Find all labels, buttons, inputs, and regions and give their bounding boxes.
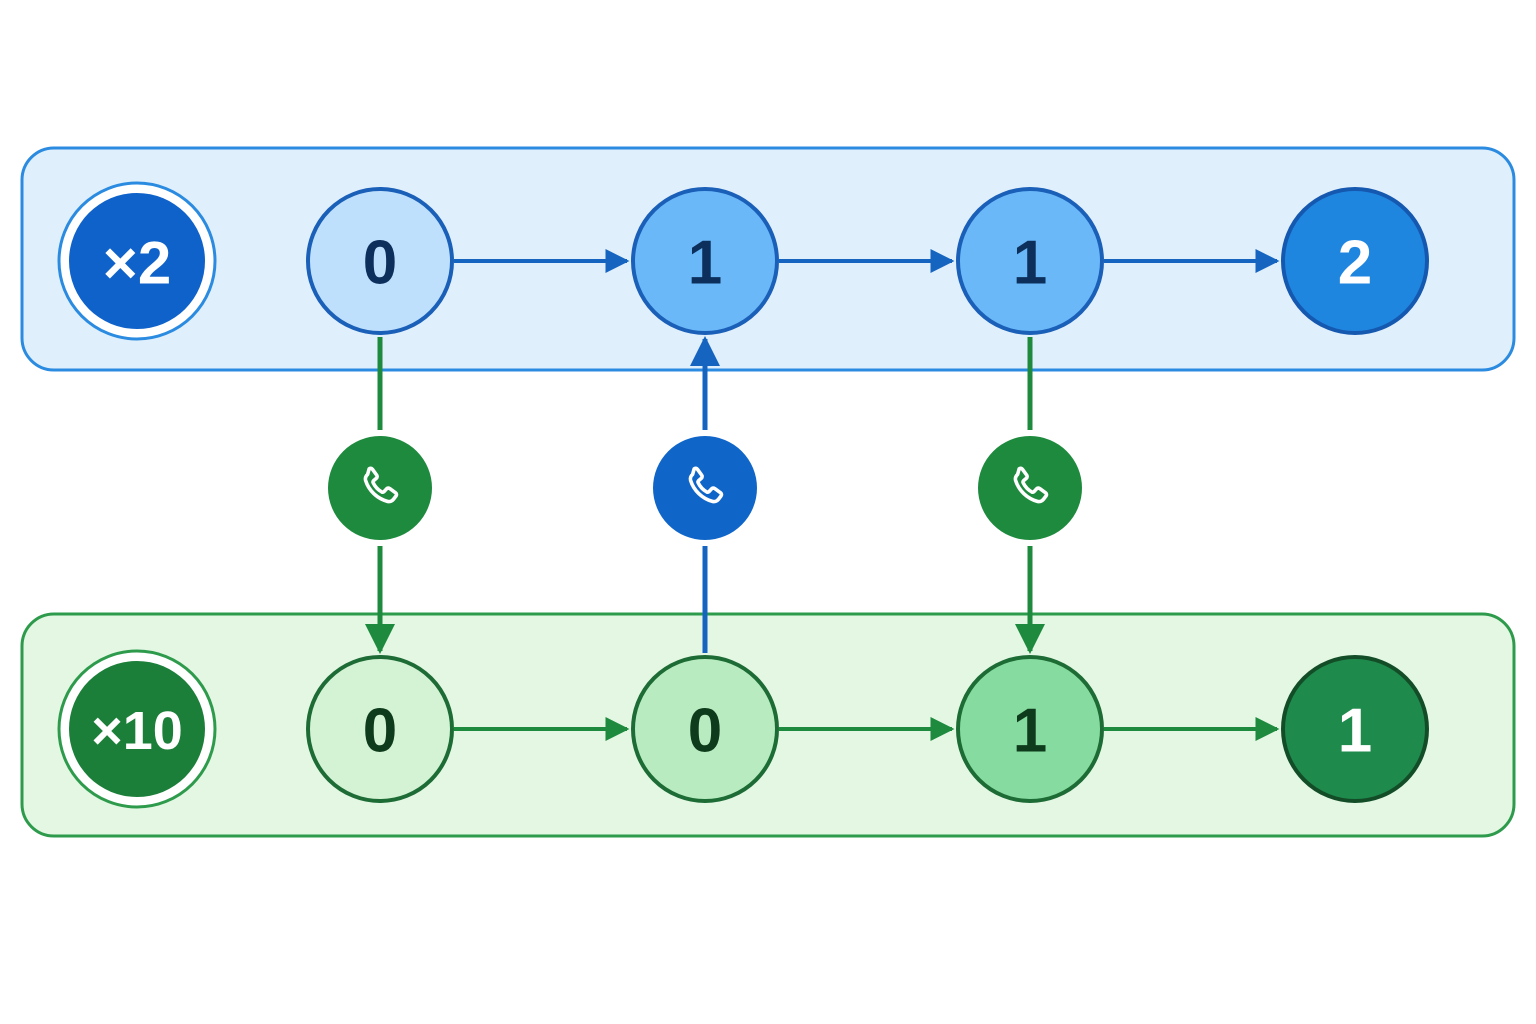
green-row-multiplier-badge: ×10: [57, 649, 217, 809]
green-row-node-3-circle: [1281, 655, 1429, 803]
call-2-circle: [978, 436, 1082, 540]
green-row-node-2-label: 1: [1013, 697, 1047, 766]
blue-row-badge-core: [69, 193, 205, 329]
call-0: [328, 436, 432, 540]
green-row-node-0-circle: [306, 655, 454, 803]
call-1-circle: [653, 436, 757, 540]
green-row-node-3: 1: [1281, 655, 1429, 803]
blue-row-node-0-circle: [306, 187, 454, 335]
green-row-node-1-circle: [631, 655, 779, 803]
green-row-node-1: 0: [631, 655, 779, 803]
green-row-node-3-label: 1: [1338, 697, 1372, 766]
blue-row-multiplier-badge: ×2: [57, 181, 217, 341]
blue-row-node-2-circle: [956, 187, 1104, 335]
green-row-node-0: 0: [306, 655, 454, 803]
blue-row-node-3-label: 2: [1338, 229, 1372, 298]
green-row-node-2: 1: [956, 655, 1104, 803]
blue-row-node-2-label: 1: [1013, 229, 1047, 298]
green-row-node-1-label: 0: [688, 697, 722, 766]
blue-row-node-0-label: 0: [363, 229, 397, 298]
green-row-node-2-circle: [956, 655, 1104, 803]
blue-row-node-0: 0: [306, 187, 454, 335]
blue-row-node-3-circle: [1281, 187, 1429, 335]
blue-row-node-2: 1: [956, 187, 1104, 335]
blue-row-badge-label: ×2: [103, 230, 171, 297]
blue-row-node-1-label: 1: [688, 229, 722, 298]
green-row-node-0-label: 0: [363, 697, 397, 766]
blue-row-node-1: 1: [631, 187, 779, 335]
call-0-circle: [328, 436, 432, 540]
call-2: [978, 436, 1082, 540]
phone-icon: [363, 466, 399, 504]
phone-icon: [1013, 466, 1049, 504]
blue-row-node-1-circle: [631, 187, 779, 335]
green-row-badge-core: [69, 661, 205, 797]
blue-row-node-3: 2: [1281, 187, 1429, 335]
call-1: [653, 436, 757, 540]
green-row-badge-label: ×10: [91, 701, 183, 761]
phone-icon: [688, 466, 724, 504]
